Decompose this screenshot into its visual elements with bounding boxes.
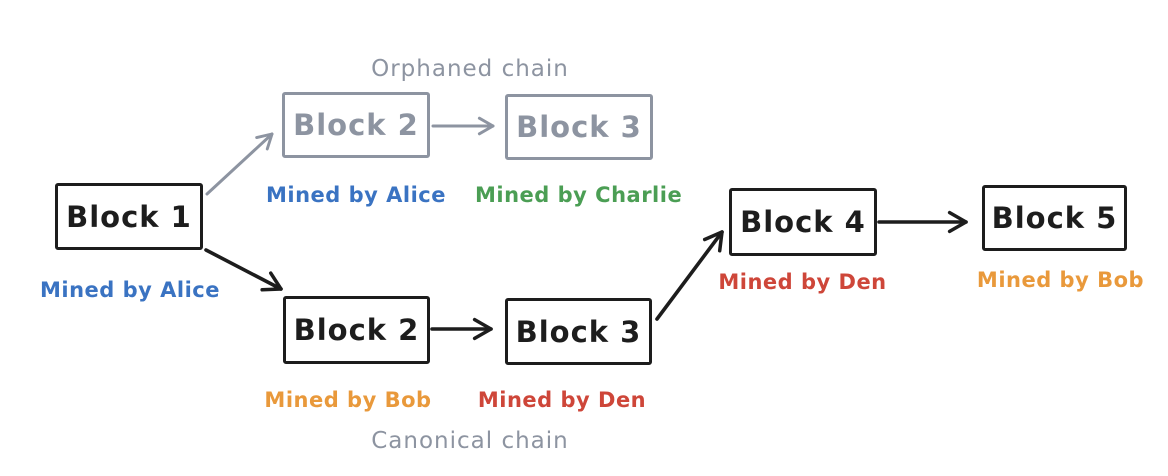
block-4: Block 4 <box>729 188 877 256</box>
block-1: Block 1 <box>55 183 203 250</box>
miner-label-block-1: Mined by Alice <box>39 278 220 302</box>
orphaned-block-2: Block 2 <box>282 92 430 158</box>
miner-label-block-5: Mined by Bob <box>976 268 1145 292</box>
canonical-chain-label: Canonical chain <box>371 428 569 454</box>
miner-label-block-4: Mined by Den <box>718 270 887 294</box>
orphaned-block-3: Block 3 <box>505 94 653 160</box>
miner-label-canonical-block-3: Mined by Den <box>477 388 647 412</box>
orphaned-chain-label: Orphaned chain <box>371 56 569 82</box>
block-5: Block 5 <box>982 185 1127 251</box>
miner-label-orphaned-block-3: Mined by Charlie <box>475 183 683 207</box>
miner-label-canonical-block-2: Mined by Bob <box>264 388 432 412</box>
miner-label-orphaned-block-2: Mined by Alice <box>265 183 446 207</box>
canonical-block-2: Block 2 <box>283 296 430 364</box>
canonical-block-3: Block 3 <box>505 298 652 365</box>
